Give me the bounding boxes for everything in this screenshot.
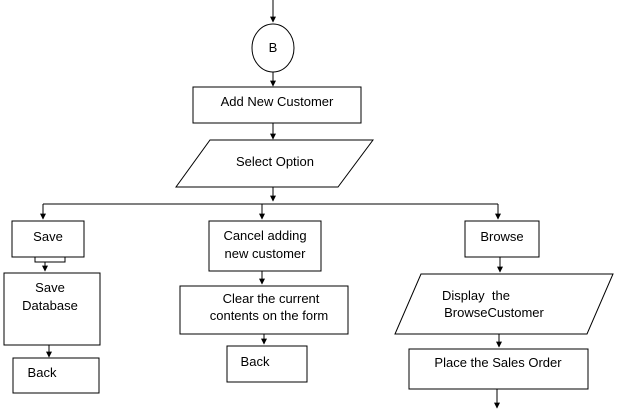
save-database-label-1: Save (35, 280, 65, 295)
cancel-adding-label-1: Cancel adding (223, 228, 306, 243)
back-middle-box (226, 345, 308, 383)
connector-b-label: B (269, 40, 278, 55)
browse-box (464, 220, 540, 258)
cancel-adding-label-2: new customer (225, 246, 307, 261)
add-new-customer-label: Add New Customer (221, 94, 334, 109)
display-browse-label-2: BrowseCustomer (444, 305, 544, 320)
browse-label: Browse (480, 229, 523, 244)
place-sales-order-label: Place the Sales Order (434, 355, 562, 370)
clear-contents-label-1: Clear the current (223, 291, 320, 306)
cancel-adding-box (208, 220, 322, 272)
save-box (11, 220, 85, 258)
add-new-customer-box (192, 86, 362, 124)
clear-contents-box (179, 285, 349, 335)
save-database-label-2: Database (22, 298, 78, 313)
select-option-shape (175, 139, 374, 188)
clear-contents-label-2: contents on the form (210, 308, 329, 323)
back-left-label: Back (28, 365, 57, 380)
save-connector-tab (34, 256, 66, 263)
save-database-box (3, 272, 101, 346)
place-sales-order-box (408, 348, 589, 390)
back-left-box (12, 357, 100, 394)
back-middle-label: Back (241, 354, 270, 369)
select-option-label: Select Option (236, 154, 314, 169)
save-label: Save (33, 229, 63, 244)
display-browse-shape (394, 273, 614, 335)
display-browse-label-1: Display the (442, 288, 510, 303)
